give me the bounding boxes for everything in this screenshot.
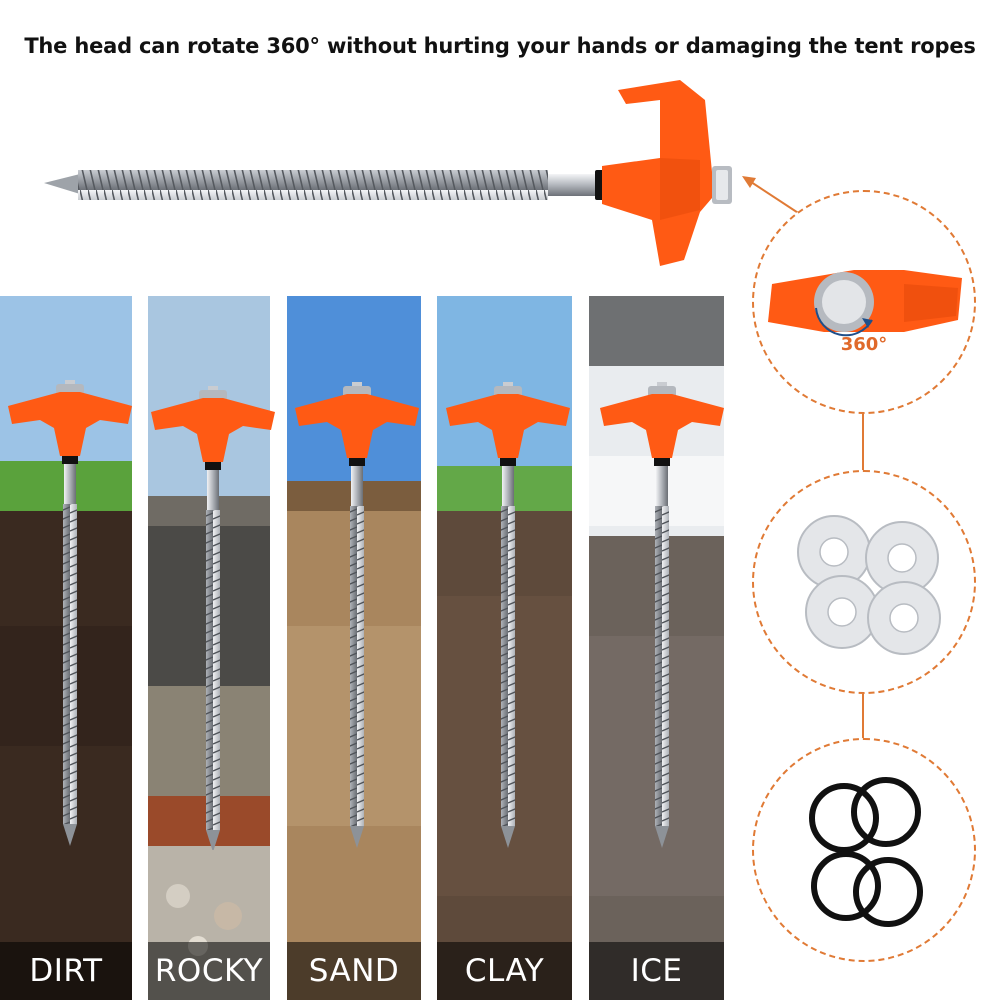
terrain-label: ICE (589, 942, 724, 1000)
washers-circle (752, 470, 976, 694)
connector-line (862, 694, 864, 738)
connector-line (862, 414, 864, 470)
washers-icon (797, 515, 941, 655)
terrain-panel-ice: ICE (589, 296, 724, 1000)
o-rings-icon (809, 777, 923, 927)
orings-circle (752, 738, 976, 962)
terrain-label: CLAY (437, 942, 572, 1000)
terrain-label: SAND (287, 942, 421, 1000)
terrain-label: ROCKY (148, 942, 270, 1000)
hero-tent-stake (44, 80, 732, 266)
terrain-stakes (8, 380, 724, 850)
rotation-detail-circle: 360° (752, 190, 976, 414)
headline: The head can rotate 360° without hurting… (24, 34, 976, 58)
rotation-label: 360° (840, 334, 888, 355)
terrain-label: DIRT (0, 942, 132, 1000)
